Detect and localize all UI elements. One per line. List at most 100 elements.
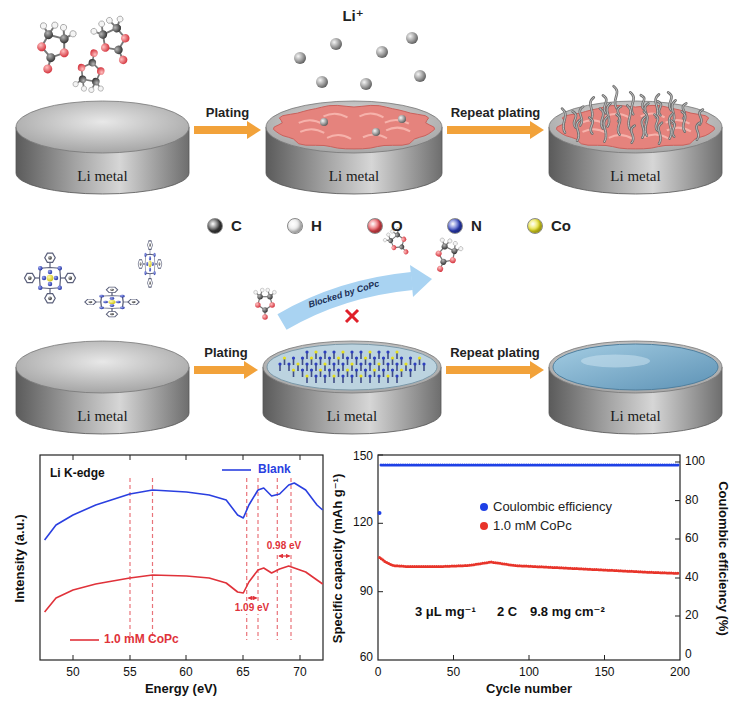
copc-stack bbox=[323, 362, 326, 365]
tick-label: 90 bbox=[360, 585, 373, 599]
disc-label: Li metal bbox=[610, 408, 660, 425]
copc-stack bbox=[350, 350, 353, 353]
dendrite bbox=[659, 123, 662, 144]
cycling-chart bbox=[380, 558, 680, 574]
copc-stack bbox=[400, 368, 403, 371]
dendrite bbox=[577, 120, 580, 141]
copc-layer bbox=[267, 344, 437, 390]
deposit-facet bbox=[300, 129, 324, 133]
copc-stack bbox=[382, 368, 385, 371]
xas-chart bbox=[300, 455, 301, 460]
copc-stack bbox=[319, 356, 322, 359]
dendrite bbox=[656, 94, 659, 117]
dendrite bbox=[642, 117, 645, 138]
dendrite bbox=[562, 109, 565, 133]
ec-molecules-top bbox=[72, 47, 110, 95]
atom-swatch bbox=[447, 218, 463, 234]
dendrite bbox=[642, 117, 645, 138]
plating-arrow bbox=[194, 121, 261, 139]
tick-label: 0 bbox=[375, 666, 382, 680]
copc-stack bbox=[332, 374, 335, 377]
legend-text: N bbox=[471, 217, 482, 234]
li-ion bbox=[320, 118, 328, 126]
xas-chart bbox=[257, 478, 258, 640]
xas-chart bbox=[70, 639, 99, 641]
ec-molecules-top bbox=[88, 12, 140, 71]
disc-top bbox=[549, 341, 722, 393]
copc-stack bbox=[409, 368, 412, 371]
deposit-facet bbox=[359, 114, 383, 118]
li-ions bbox=[294, 52, 306, 64]
dendrite bbox=[617, 115, 620, 135]
cycling-chart bbox=[378, 455, 681, 660]
blocked-arrow bbox=[282, 265, 432, 322]
dendrite bbox=[641, 95, 644, 109]
copc-stack bbox=[301, 368, 304, 371]
copc-stack bbox=[332, 362, 335, 365]
arrow-head bbox=[530, 361, 544, 379]
copc-molecules bbox=[25, 241, 162, 317]
copc-stack bbox=[359, 362, 362, 365]
ec-molecules-bottom bbox=[254, 288, 277, 320]
copc-stack bbox=[418, 356, 421, 359]
sei-layer bbox=[581, 355, 650, 368]
li-ions bbox=[414, 70, 426, 82]
cycling-chart bbox=[675, 500, 680, 501]
copc-stack bbox=[323, 374, 326, 377]
copc-stack bbox=[305, 362, 308, 365]
tick-label: 50 bbox=[66, 666, 79, 680]
atom-swatch bbox=[207, 218, 223, 234]
copc-stack bbox=[355, 356, 358, 359]
axis-title: Intensity (a.u.) bbox=[13, 514, 28, 602]
copc-stack bbox=[305, 374, 308, 377]
li-metal-disc: Li metal bbox=[548, 335, 723, 435]
copc-stack bbox=[314, 362, 317, 365]
arrow-head bbox=[530, 121, 544, 139]
copc-stack bbox=[395, 374, 398, 377]
copc-stack bbox=[305, 350, 308, 353]
axis-title: Energy (eV) bbox=[145, 682, 217, 697]
copc-stack bbox=[382, 356, 385, 359]
cycling-chart bbox=[675, 462, 680, 463]
cycling-chart bbox=[378, 455, 383, 456]
xas-chart bbox=[45, 566, 323, 612]
dendrite bbox=[589, 118, 592, 134]
deposit-facet bbox=[386, 128, 410, 132]
xas-chart bbox=[73, 455, 300, 660]
xas-chart bbox=[277, 478, 278, 640]
edge-label: Plating bbox=[206, 106, 249, 121]
cycling-chart bbox=[675, 616, 680, 617]
copc-stack bbox=[346, 356, 349, 359]
dendrite bbox=[589, 118, 592, 134]
xas-chart bbox=[246, 478, 247, 640]
legend-text: Co bbox=[551, 217, 571, 234]
disc-top bbox=[266, 101, 442, 153]
tick-label: 80 bbox=[685, 494, 698, 508]
copc-stack bbox=[310, 356, 313, 359]
cycling-chart bbox=[378, 455, 680, 660]
xas-chart bbox=[130, 655, 131, 660]
tick-label: 70 bbox=[293, 666, 306, 680]
li-metal-disc: Li metal bbox=[265, 95, 443, 195]
tick-label: 20 bbox=[685, 609, 698, 623]
dendrite bbox=[696, 123, 699, 140]
dendrite bbox=[627, 106, 630, 130]
legend-text: O bbox=[391, 217, 403, 234]
xas-chart bbox=[73, 455, 74, 460]
copc-stack bbox=[328, 368, 331, 371]
xas-chart bbox=[249, 597, 257, 598]
copc-stack bbox=[314, 350, 317, 353]
tick-label: 100 bbox=[685, 455, 705, 469]
copc-stack bbox=[301, 356, 304, 359]
copc-stack bbox=[283, 356, 286, 359]
deposit-facet bbox=[323, 114, 347, 118]
dendrite bbox=[682, 112, 685, 132]
dendrite bbox=[614, 86, 617, 108]
xas-chart bbox=[243, 655, 244, 660]
copc-stack bbox=[341, 362, 344, 365]
copc-stack bbox=[332, 350, 335, 353]
li-ion bbox=[398, 115, 406, 123]
deposit-layer bbox=[556, 105, 714, 148]
copc-stack bbox=[292, 356, 295, 359]
xas-chart bbox=[130, 478, 291, 640]
